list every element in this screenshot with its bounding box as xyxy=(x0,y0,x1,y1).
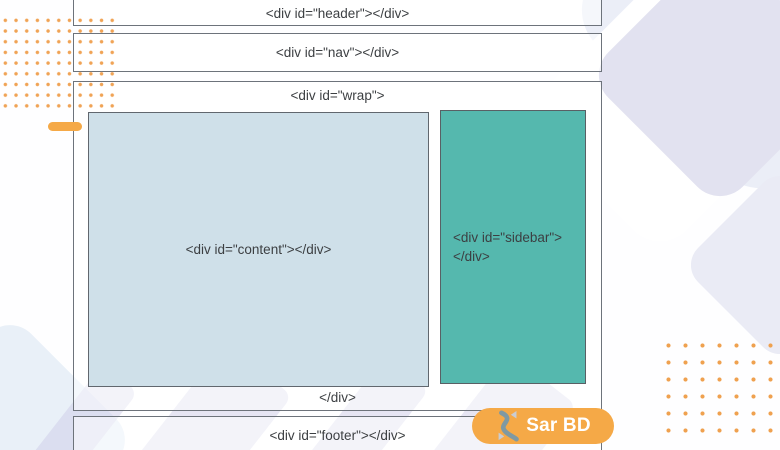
wrap-div-box: <div id="wrap"> <div id="content"></div>… xyxy=(73,81,602,411)
nav-div-label: <div id="nav"></div> xyxy=(275,45,400,60)
header-div-label: <div id="header"></div> xyxy=(265,6,410,21)
sidebar-open-tag: <div id="sidebar"> xyxy=(453,230,563,245)
sidebar-div-label: <div id="sidebar"> </div> xyxy=(453,228,562,266)
orange-dot-grid-bottom-right xyxy=(660,337,780,439)
sidebar-div-box: <div id="sidebar"> </div> xyxy=(440,110,586,384)
footer-div-label: <div id="footer"></div> xyxy=(269,428,406,443)
nav-div-box: <div id="nav"></div> xyxy=(73,33,602,72)
wrap-open-tag-label: <div id="wrap"> xyxy=(290,88,385,103)
sidebar-close-tag: </div> xyxy=(453,249,490,264)
sar-bd-brand-text: Sar BD xyxy=(526,415,591,436)
orange-dash-accent xyxy=(48,122,82,131)
sar-bd-swoosh-icon xyxy=(498,410,520,442)
header-div-box: <div id="header"></div> xyxy=(73,0,602,26)
content-div-label: <div id="content"></div> xyxy=(185,242,332,257)
content-div-box: <div id="content"></div> xyxy=(88,112,429,387)
wrap-close-tag-label: </div> xyxy=(319,390,356,405)
sar-bd-watermark-badge: Sar BD xyxy=(472,408,614,444)
